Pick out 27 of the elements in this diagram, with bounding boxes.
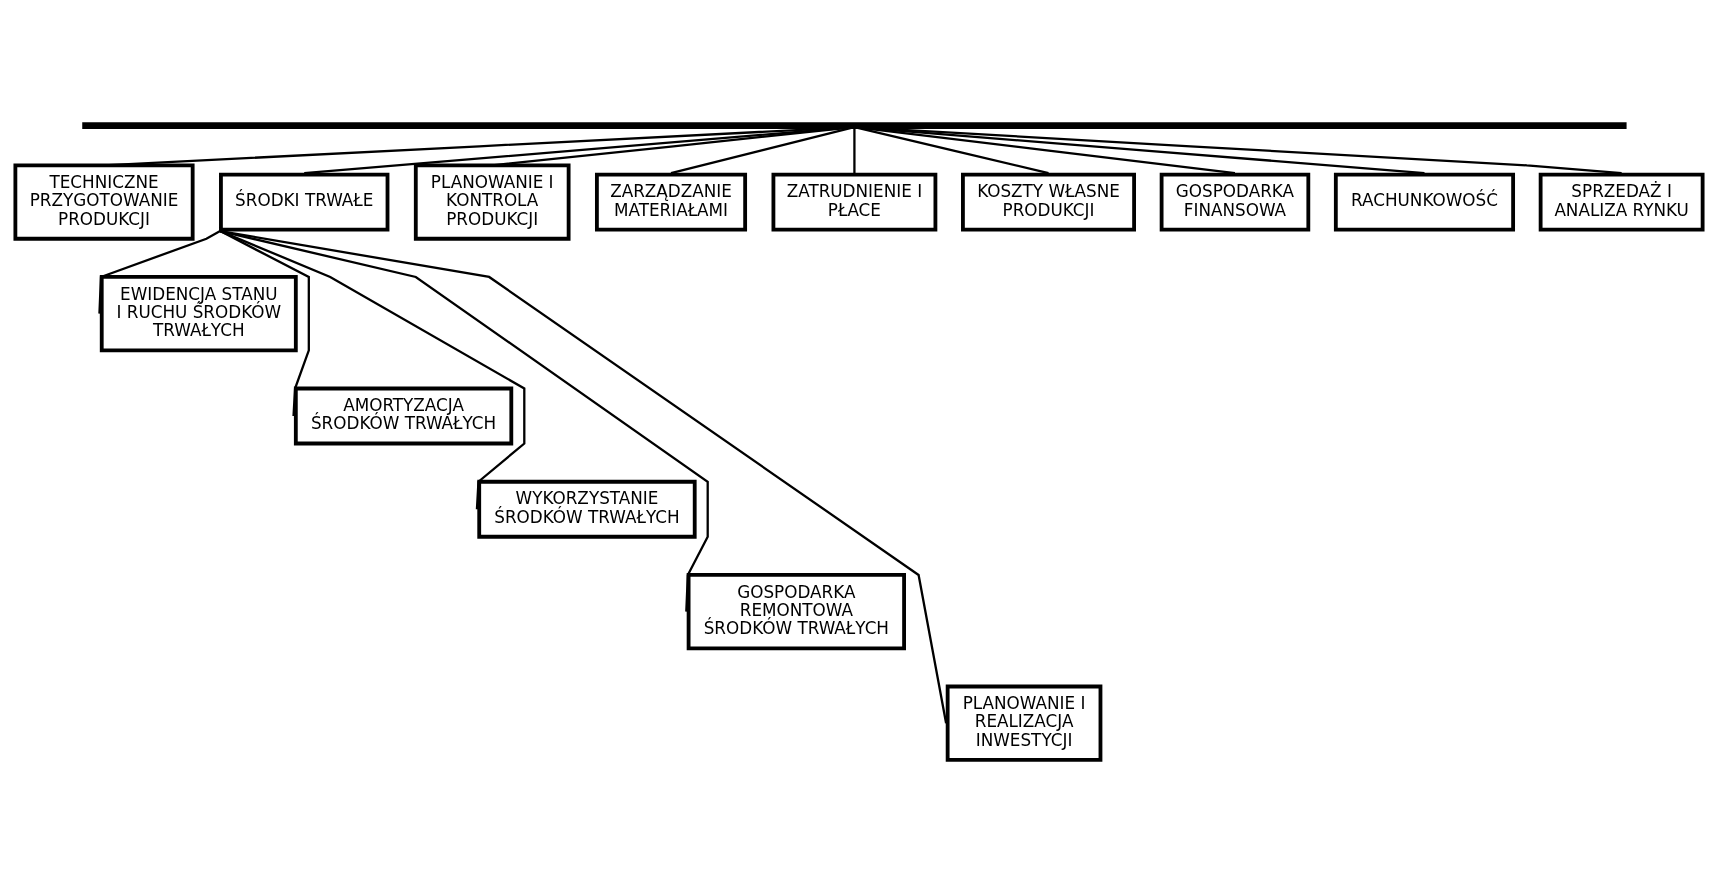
node-bar — [82, 122, 1627, 130]
node-box: TECHNICZNE PRZYGOTOWANIE PRODUKCJI — [13, 163, 195, 241]
node-box: GOSPODARKA REMONTOWA ŚRODKÓW TRWAŁYCH — [686, 573, 906, 651]
node-box: WYKORZYSTANIE ŚRODKÓW TRWAŁYCH — [477, 479, 697, 539]
node-box: PLANOWANIE I KONTROLA PRODUKCJI — [413, 163, 571, 241]
connector — [219, 229, 948, 724]
connector — [854, 126, 1622, 175]
node-box: AMORTYZACJA ŚRODKÓW TRWAŁYCH — [293, 386, 514, 446]
node-box: GOSPODARKA FINANSOWA — [1159, 172, 1311, 232]
connector — [304, 126, 855, 175]
node-box: ZATRUDNIENIE I PŁACE — [771, 172, 938, 232]
connector — [853, 127, 856, 173]
node-box: SPRZEDAŻ I ANALIZA RYNKU — [1538, 172, 1705, 232]
connector — [854, 126, 1236, 175]
node-box: ŚRODKI TRWAŁE — [219, 172, 390, 232]
connector — [854, 126, 1425, 175]
connector — [219, 229, 709, 612]
node-box: ZARZĄDZANIE MATERIAŁAMI — [595, 172, 748, 232]
connector — [219, 230, 526, 510]
node-box: RACHUNKOWOŚĆ — [1333, 172, 1515, 232]
connector — [670, 126, 855, 175]
connector — [219, 230, 310, 417]
node-box: PLANOWANIE I REALIZACJA INWESTYCJI — [945, 684, 1103, 762]
connector — [854, 126, 1049, 175]
node-box: EWIDENCJA STANU I RUCHU ŚRODKÓW TRWAŁYCH — [99, 275, 298, 353]
connector — [98, 230, 221, 314]
node-box: KOSZTY WŁASNE PRODUKCJI — [961, 172, 1136, 232]
